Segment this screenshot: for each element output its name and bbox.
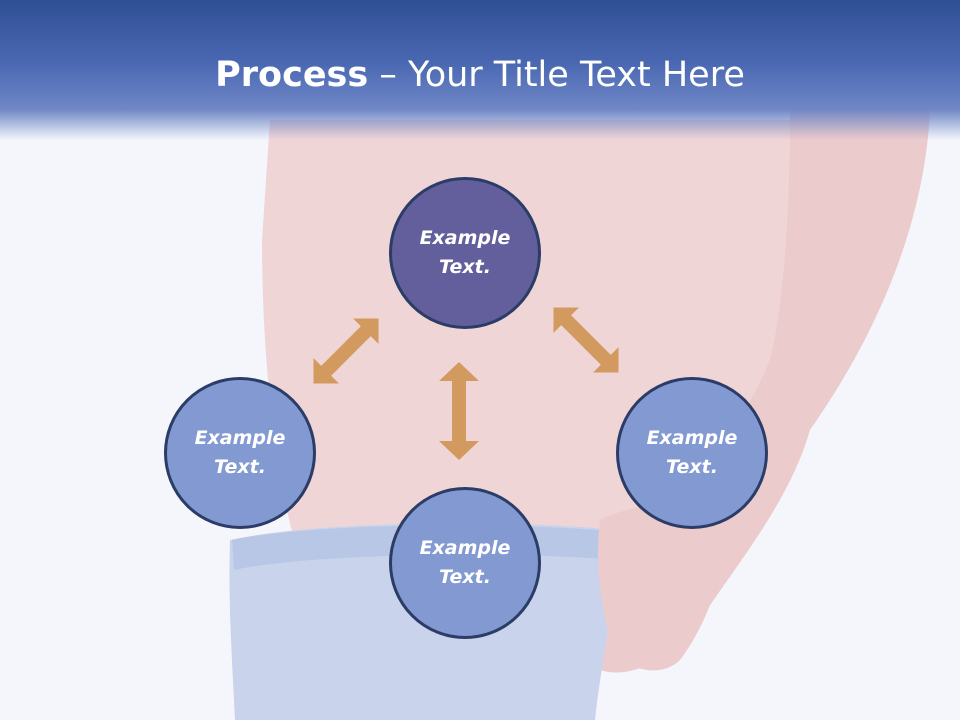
page-title: Process – Your Title Text Here — [0, 52, 960, 98]
node-label: Example Text. — [419, 537, 511, 588]
node-label: Example Text. — [194, 427, 286, 478]
title-rest-part: – Your Title Text Here — [368, 55, 745, 95]
process-node-left: Example Text. — [164, 377, 316, 529]
arrow-top-left — [313, 318, 379, 384]
process-node-top: Example Text. — [389, 177, 541, 329]
node-label: Example Text. — [646, 427, 738, 478]
title-bar — [0, 0, 960, 140]
title-bold-part: Process — [215, 55, 369, 95]
arrow-center-vertical — [439, 362, 479, 460]
node-label: Example Text. — [419, 227, 511, 278]
arrow-top-right — [553, 307, 619, 373]
process-node-bottom: Example Text. — [389, 487, 541, 639]
process-node-right: Example Text. — [616, 377, 768, 529]
hand-shape — [598, 505, 723, 671]
